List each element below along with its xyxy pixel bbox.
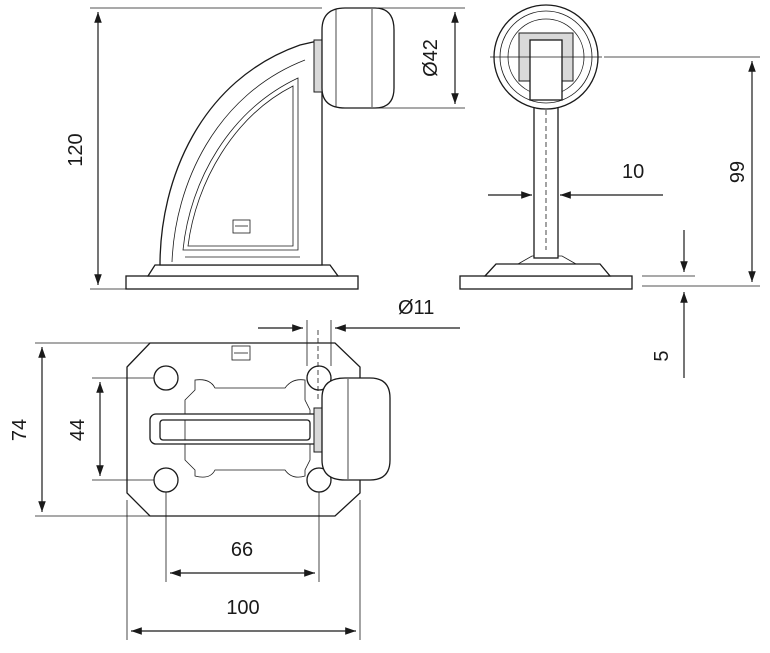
dim-120-label: 120 [65,133,87,166]
logo-mark [232,219,251,234]
base-plate-front [459,275,633,290]
dim-base-thickness: 5 [642,230,695,378]
base-recess [184,379,311,478]
rubber-knob [321,7,395,109]
dim-hole-diameter: Ø11 [258,297,460,366]
dim-height-total: 120 [65,7,322,290]
dim-11-label: Ø11 [398,297,434,319]
base-step-side [146,264,340,277]
mount-hole-tl [153,365,179,391]
dim-74-label: 74 [9,419,31,441]
dim-stem-height: 99 [604,56,760,287]
logo-mark-top [231,345,251,361]
top-view [126,330,391,517]
side-view [125,7,395,290]
dim-base-depth: 74 [9,342,150,517]
arm-recess [182,77,299,251]
front-view [459,4,633,290]
dim-5-label: 5 [651,350,673,361]
knob-top [321,377,391,481]
base-plate-side [125,275,359,290]
arm-top [159,419,311,441]
dim-100-label: 100 [226,597,259,619]
dim-hole-spacing-y: 44 [67,377,154,481]
dim-10-label: 10 [622,161,644,183]
dim-stem-width: 10 [488,161,663,199]
dim-99-label: 99 [727,161,749,183]
dim-66-label: 66 [231,539,253,561]
mount-hole-bl [153,467,179,493]
dim-knob-diameter: Ø42 [378,7,465,109]
arm-body [159,39,323,266]
mount-hole-tr [306,365,332,391]
dim-42-label: Ø42 [420,39,442,77]
dim-44-label: 44 [67,419,89,441]
dim-base-width: 100 [126,500,361,640]
dim-hole-spacing-x: 66 [165,492,320,582]
